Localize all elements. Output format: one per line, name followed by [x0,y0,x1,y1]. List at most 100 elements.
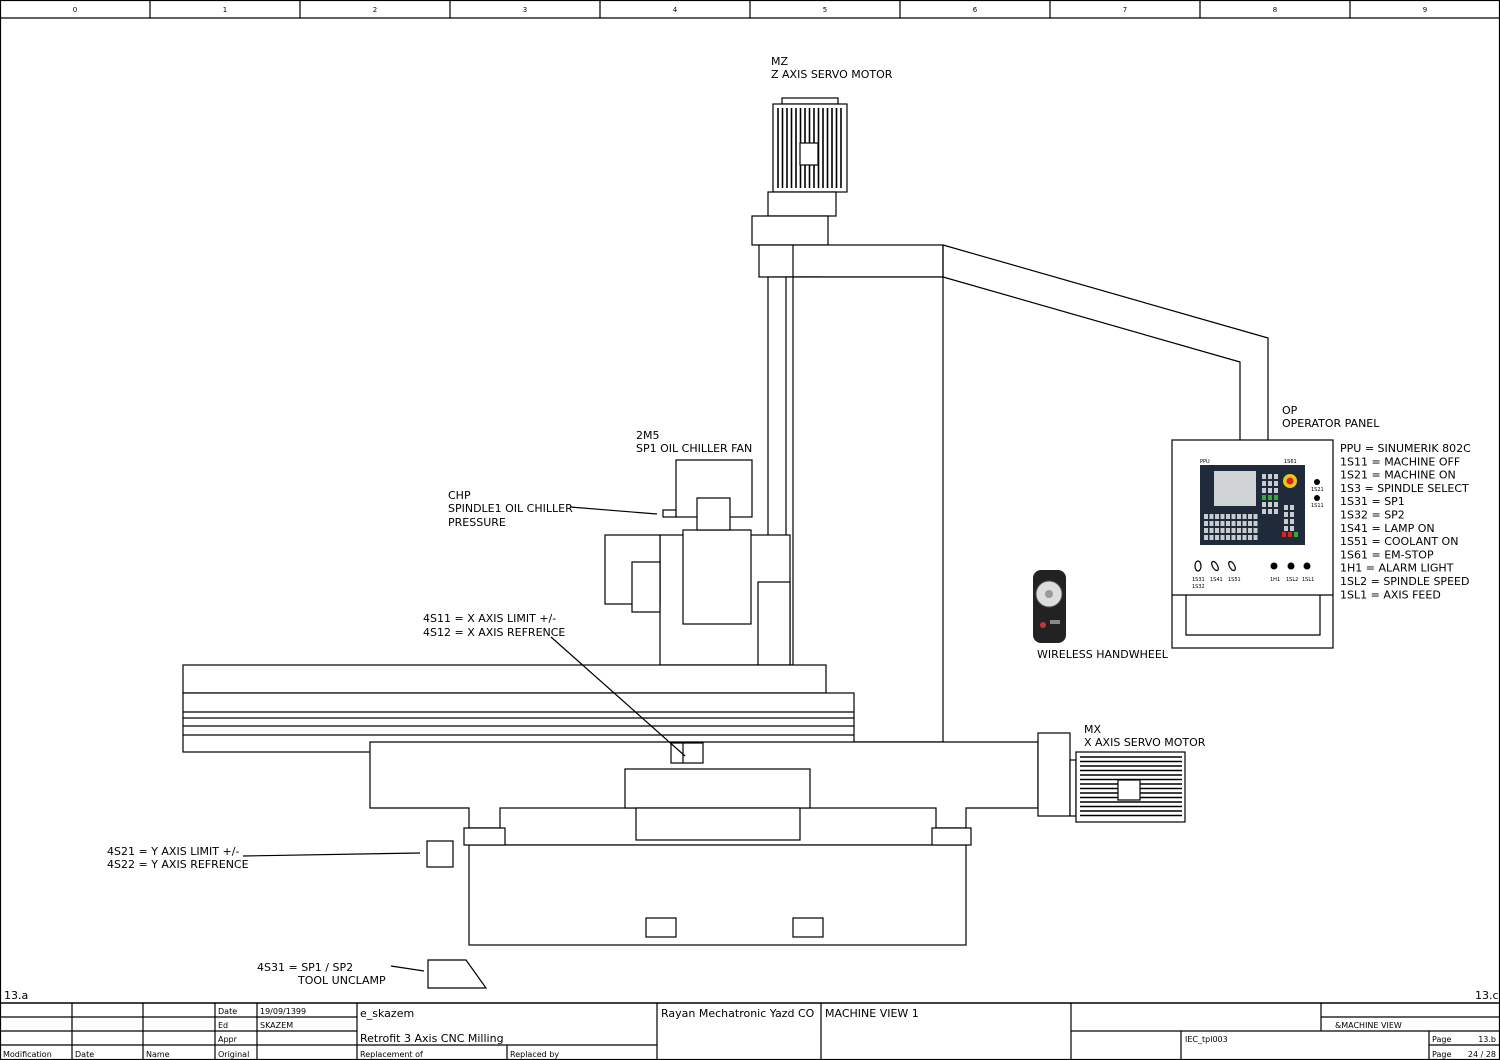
ruler-column-4: 4 [673,6,678,14]
chp-desc2: PRESSURE [448,516,506,529]
selector-1s31-label: 1S31 [1192,577,1205,583]
lamp-1h1 [1270,562,1278,570]
legend-item: 1SL2 = SPINDLE SPEED [1340,575,1469,588]
appr-label: Appr [218,1035,238,1044]
legend-item: 1S31 = SP1 [1340,495,1405,508]
replaced-by: Replaced by [510,1050,559,1059]
legend-item: 1S32 = SP2 [1340,509,1405,522]
selector-1s51-label: 1S51 [1228,577,1241,583]
name-col-header: Name [146,1050,170,1059]
original-label: Original [218,1050,249,1059]
wireless-handwheel [1033,570,1066,643]
y-limit-label2: 4S22 = Y AXIS REFRENCE [107,858,249,871]
project-title: Retrofit 3 Axis CNC Milling [360,1032,504,1045]
operator-panel: PPU 1S61 1S21 1S11 1S31 1S32 1S41 1S51 1… [1171,439,1334,649]
op-tag: OP [1282,404,1298,417]
unclamp-leader [390,965,425,972]
pot-1sl2 [1287,562,1295,570]
company-name: Rayan Mechatronic Yazd CO [661,1007,815,1020]
chp-desc1: SPINDLE1 OIL CHILLER [448,502,573,515]
m5-tag: 2M5 [636,429,660,442]
legend-item: 1S11 = MACHINE OFF [1340,455,1460,468]
prev-page-ref[interactable]: 13.a [4,989,28,1002]
op-desc: OPERATOR PANEL [1282,417,1380,430]
ruler-column-8: 8 [1273,6,1277,14]
selector-1s41-icon [1211,560,1219,572]
ruler-column-3: 3 [523,6,527,14]
ruler-column-7: 7 [1123,6,1127,14]
selector-1s31-icon [1194,560,1202,572]
button-1s11 [1314,495,1320,501]
ruler-column-1: 1 [223,6,227,14]
y-limit-leader [242,852,421,857]
legend-item: 1S3 = SPINDLE SELECT [1340,482,1469,495]
z-axis-servo-motor [751,97,848,246]
x-axis-servo-motor [1037,732,1186,823]
ppu-sinumerik-802c [1200,465,1305,545]
date-col-header: Date [75,1050,94,1059]
template-name: IEC_tpl003 [1185,1035,1228,1044]
page-value: 13.b [1478,1035,1496,1044]
mx-tag: MX [1084,723,1101,736]
chp-tag: CHP [448,489,471,502]
selector-1s32-label: 1S32 [1192,584,1205,590]
legend-item: 1H1 = ALARM LIGHT [1340,562,1454,575]
column-ruler: 0 1 2 3 4 5 6 7 8 9 [73,0,1427,18]
ruler-column-0: 0 [73,6,77,14]
legend-item: 1SL1 = AXIS FEED [1340,588,1441,601]
unclamp-label1: 4S31 = SP1 / SP2 [257,961,353,974]
legend-item: PPU = SINUMERIK 802C [1340,442,1471,455]
mz-tag: MZ [771,55,788,68]
legend-item: 1S41 = LAMP ON [1340,522,1435,535]
modification-header: Modification [3,1050,52,1059]
spindle-head [604,459,791,666]
mx-desc: X AXIS SERVO MOTOR [1084,736,1206,749]
y-limit-label1: 4S21 = Y AXIS LIMIT +/- [107,845,239,858]
machine-saddle-base [369,741,1039,946]
lamp-1h1-label: 1H1 [1270,577,1280,583]
handwheel-label: WIRELESS HANDWHEEL [1037,648,1169,661]
title-block [0,1002,1500,1060]
sheet-title: MACHINE VIEW 1 [825,1007,919,1020]
ppu-label: PPU [1200,459,1210,465]
date-value: 19/09/1399 [260,1007,306,1016]
pot-1sl1-label: 1SL1 [1302,577,1314,583]
ruler-column-5: 5 [823,6,827,14]
estop-label: 1S61 [1284,459,1297,465]
page-label: Page [1432,1035,1451,1044]
selector-1s51-icon [1228,560,1236,572]
legend-item: 1S61 = EM-STOP [1340,548,1434,561]
page-count-label: Page [1432,1050,1451,1059]
chp-leader [569,506,658,515]
ruler-column-2: 2 [373,6,377,14]
y-limit-switch [426,840,454,868]
mz-desc: Z AXIS SERVO MOTOR [771,68,893,81]
pot-1sl2-label: 1SL2 [1286,577,1298,583]
ed-value: SKAZEM [260,1021,293,1030]
pot-1sl1 [1303,562,1311,570]
sheet-tag: &MACHINE VIEW [1335,1021,1402,1030]
next-page-ref[interactable]: 13.c [1475,989,1499,1002]
legend-item: 1S21 = MACHINE ON [1340,469,1456,482]
x-limit-leader [550,636,686,757]
ed-label: Ed [218,1021,228,1030]
date-label: Date [218,1007,237,1016]
button-1s11-label: 1S11 [1311,503,1324,509]
m5-desc: SP1 OIL CHILLER FAN [636,442,752,455]
author: e_skazem [360,1007,414,1020]
x-limit-label1: 4S11 = X AXIS LIMIT +/- [423,612,556,625]
ruler-column-9: 9 [1423,6,1427,14]
tool-unclamp-switch [427,959,488,989]
ruler-column-6: 6 [973,6,978,14]
machine-table [182,664,855,753]
unclamp-label2: TOOL UNCLAMP [297,974,386,987]
legend-item: 1S51 = COOLANT ON [1340,535,1458,548]
button-1s21-label: 1S21 [1311,487,1324,493]
replacement-of: Replacement of [360,1050,423,1059]
x-limit-label2: 4S12 = X AXIS REFRENCE [423,626,565,639]
x-limit-switch [670,742,704,764]
button-1s21 [1314,479,1320,485]
page-count-value: 24 / 28 [1468,1050,1496,1059]
